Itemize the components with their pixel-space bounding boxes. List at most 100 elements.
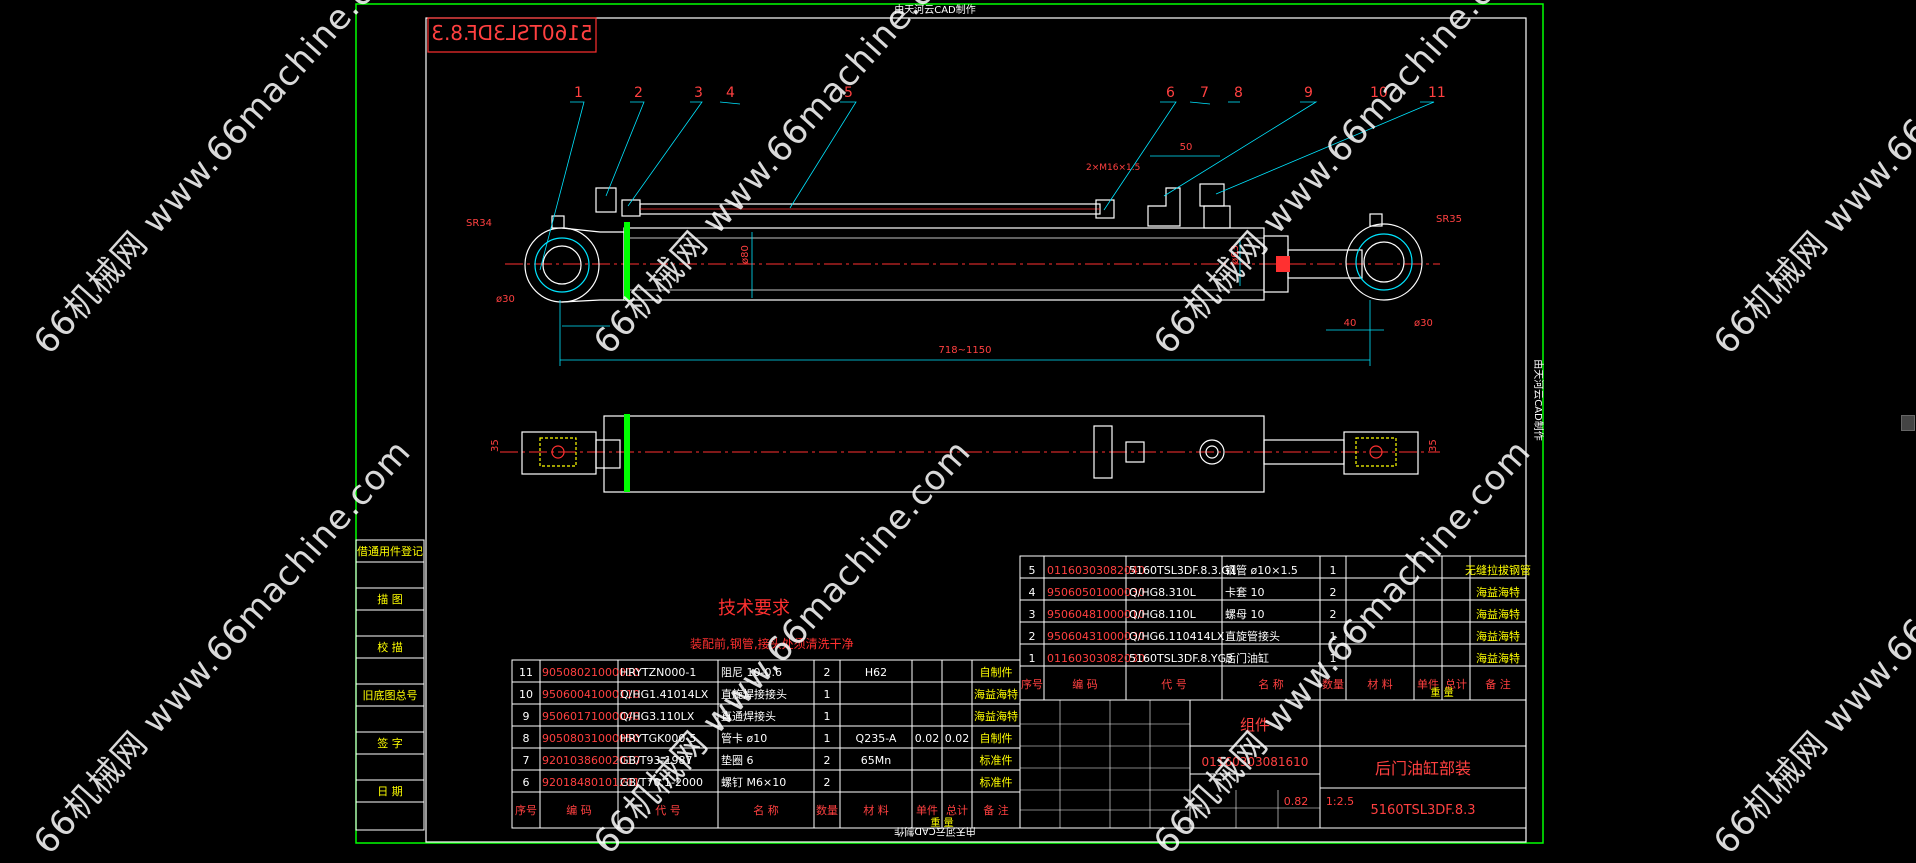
bom-lower-remark: 自制件 xyxy=(980,732,1013,745)
title-assembly-label: 组件 xyxy=(1240,716,1270,734)
top-barrel xyxy=(603,415,1265,493)
bom-upper-no: 1 xyxy=(1029,652,1036,665)
drawing-code-mirrored: 5160TSL3DF.8.3 xyxy=(431,21,593,45)
right-eye-outer xyxy=(1345,223,1423,301)
bom-lower-header-cell: 材 料 xyxy=(863,803,889,817)
strip-cell-2: 描 图 xyxy=(377,592,403,606)
left-strip: 借通用件登记 描 图 校 描 旧底图总号 签 字 日 期 xyxy=(355,539,425,831)
dim-40: 40 xyxy=(1344,318,1357,329)
bom-upper-code: 01160303082030 xyxy=(1047,652,1145,665)
balloon-10: 10 xyxy=(1370,85,1388,101)
balloon-7: 7 xyxy=(1200,85,1209,101)
bom-upper-header-cell: 编 码 xyxy=(1072,677,1098,691)
top-left-pin xyxy=(539,437,577,467)
bom-lower-std: Q/HG3.110LX xyxy=(620,710,695,723)
top-right-pin xyxy=(1355,437,1397,467)
bom-upper-name: 直旋管接头 xyxy=(1225,629,1280,643)
title-scale: 1:2.5 xyxy=(1326,795,1354,808)
side-label: 由天河云CAD制作 xyxy=(1532,359,1545,441)
inner-frame xyxy=(425,17,1527,843)
top-right-pin-hole xyxy=(1369,445,1383,459)
top-view xyxy=(500,414,1440,493)
bom-upper-std: 5160TSL3DF.8.3.G1 xyxy=(1129,564,1237,577)
bom-upper-header-cell: 序号 xyxy=(1021,677,1043,691)
bom-lower-no: 6 xyxy=(523,776,530,789)
bom-upper-qty: 2 xyxy=(1330,586,1337,599)
bom-lower-code: 90508021000010 xyxy=(542,666,640,679)
bom-lower-name: 直通焊接头 xyxy=(721,709,776,723)
dim-stroke: 718~1150 xyxy=(939,345,992,356)
bom-lower-remark: 标准件 xyxy=(980,775,1013,789)
bom-upper-no: 3 xyxy=(1029,608,1036,621)
rod-nut xyxy=(1276,256,1290,272)
bom-upper-header-cell: 数量 xyxy=(1322,678,1344,691)
balloon-6: 6 xyxy=(1166,85,1175,101)
top-left-block xyxy=(595,439,621,469)
bom-upper-remark: 海益海特 xyxy=(1476,585,1520,599)
top-pipe-clamp xyxy=(1093,425,1113,479)
right-grease-nipple xyxy=(1369,213,1383,227)
top-port-inner xyxy=(1205,445,1219,459)
bom-lower-std: GB/T70.1-2000 xyxy=(620,776,703,789)
tech-requirements-title: 技术要求 xyxy=(718,598,790,619)
scrollbar-thumb[interactable] xyxy=(1901,415,1915,431)
bom-lower-header-cell: 名 称 xyxy=(753,803,779,817)
right-elbow xyxy=(1147,187,1181,227)
strip-cell-1: 借通用件登记 xyxy=(357,544,423,558)
title-weight: 0.82 xyxy=(1284,795,1309,808)
right-eye-mid xyxy=(1355,233,1413,291)
bom-lower-header-cell: 编 码 xyxy=(566,803,592,817)
bom-upper-remark: 海益海特 xyxy=(1476,607,1520,621)
left-eye-mid xyxy=(534,237,590,293)
bom-upper-qty: 1 xyxy=(1330,652,1337,665)
green-band-top xyxy=(624,414,630,492)
bom-lower-name: 管卡 ø10 xyxy=(721,731,767,745)
bom-lower-remark: 海益海特 xyxy=(974,687,1018,701)
bom-upper-std: Q/HG8.110L xyxy=(1129,608,1197,621)
bom-upper-code: 95060501000030 xyxy=(1047,586,1145,599)
bom-lower-code: 95060041000110 xyxy=(542,688,640,701)
bom-lower-header-cell: 数量 xyxy=(816,804,838,817)
bom-upper-no: 4 xyxy=(1029,586,1036,599)
bom-lower-code: 92010386002010 xyxy=(542,754,640,767)
bom-lower-name: 螺钉 M6×10 xyxy=(721,776,786,789)
right-nut xyxy=(1199,183,1225,207)
bom-lower-code: 92018480101201 xyxy=(542,776,640,789)
top-left-clevis xyxy=(521,431,597,475)
bom-upper-name: 后门油缸 xyxy=(1225,651,1269,665)
balloon-4: 4 xyxy=(726,85,735,101)
balloon-3: 3 xyxy=(694,85,703,101)
bom-upper-no: 5 xyxy=(1029,564,1036,577)
left-fitting-a xyxy=(595,187,617,213)
bom-lower-header-cell: 备 注 xyxy=(983,803,1009,817)
dim-thread: 2×M16×1.5 xyxy=(1086,163,1140,173)
bom-lower-mat: H62 xyxy=(865,666,887,679)
bom-upper-header-cell: 总计 xyxy=(1445,677,1467,691)
bom-lower-mat: Q235-A xyxy=(856,732,897,745)
bom-upper-no: 2 xyxy=(1029,630,1036,643)
dim-50: 50 xyxy=(1180,142,1193,153)
bom-upper-name: 螺母 10 xyxy=(1225,608,1265,621)
tech-requirements-line: 装配前,钢管,接头处须清洗干净 xyxy=(690,636,854,651)
bom-upper-code: 95060481000010 xyxy=(1047,608,1145,621)
bom-upper-name: 钢管 ø10×1.5 xyxy=(1225,563,1298,577)
bom-lower-qty: 1 xyxy=(824,732,831,745)
dim-35-left: 35 xyxy=(490,439,501,452)
dim-phi30-right: ø30 xyxy=(1414,318,1433,329)
bom-lower-std: HRYTGK000-5 xyxy=(620,732,696,745)
bom-upper-code: 95060431000030 xyxy=(1047,630,1145,643)
bom-upper-remark: 海益海特 xyxy=(1476,629,1520,643)
bom-upper-std: Q/HG8.310L xyxy=(1129,586,1197,599)
strip-cell-4: 旧底图总号 xyxy=(363,688,418,702)
left-grease-nipple xyxy=(551,215,565,229)
bom-lower-name: 垫圈 6 xyxy=(721,753,754,767)
bom-lower-no: 10 xyxy=(519,688,533,701)
dim-phi80: ø80 xyxy=(740,245,751,264)
bom-lower-no: 9 xyxy=(523,710,530,723)
title-drawing-no: 5160TSL3DF.8.3 xyxy=(1371,803,1476,818)
bom-upper-header-cell: 代 号 xyxy=(1161,678,1187,691)
top-label: 由天河云CAD制作 xyxy=(894,3,976,16)
strip-cell-6: 日 期 xyxy=(377,785,403,798)
strip-cell-5: 签 字 xyxy=(377,736,403,750)
